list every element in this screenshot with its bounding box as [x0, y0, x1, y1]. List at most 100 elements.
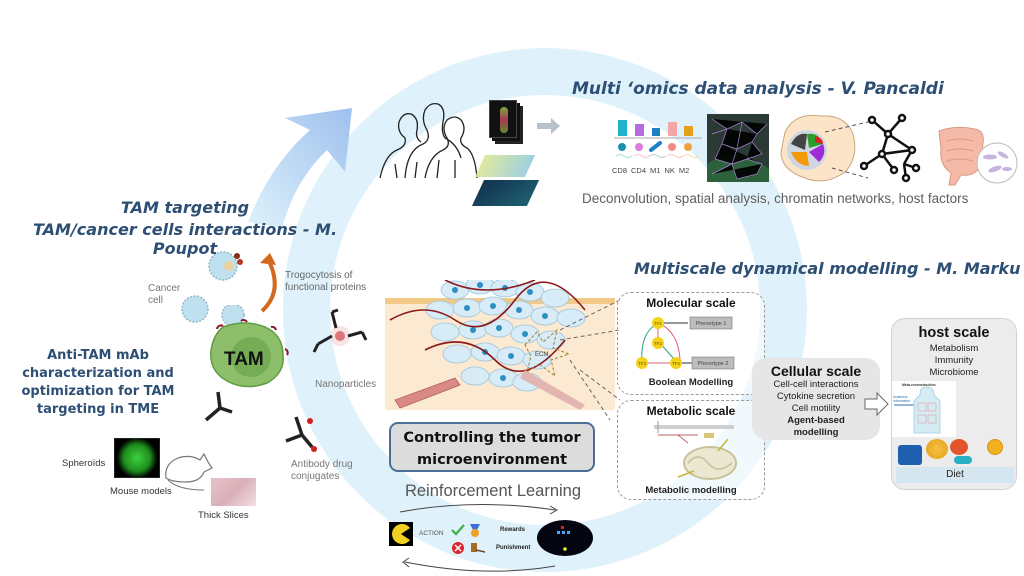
mab-heading-line: optimization for TAM [21, 384, 175, 399]
patients-icon [379, 102, 478, 179]
cellular-item: Cell-cell interactions [773, 379, 859, 390]
chromatin-network-icon [860, 113, 921, 183]
trogocytosis-label: Trogocytosis of functional proteins [285, 270, 367, 293]
host-scale-title: host scale [918, 325, 990, 341]
yogurt-icon [898, 445, 922, 465]
punishment-label: Punishment [496, 545, 531, 551]
cell-type-label: M1 [650, 166, 661, 175]
cycle-arrow-icon [248, 108, 352, 228]
bowl-icon [926, 439, 948, 459]
spheroids-label: Spheroïds [62, 458, 106, 469]
deconvolution-icon [614, 120, 702, 158]
molecular-scale-box: Molecular scale TF1 TF2 TF3 TF4 Phenotyp… [617, 292, 765, 395]
tumor-microenvironment-image: ECM [385, 280, 615, 410]
metabolic-scale-box: Metabolic scale Metabolic modelling [617, 400, 765, 500]
tf-node: TF1 [654, 321, 662, 326]
control-box-line: microenvironment [417, 452, 567, 468]
vitamin-icon [987, 439, 1003, 455]
rl-label: Reinforcement Learning [404, 482, 582, 500]
right-arrow-icon [537, 118, 560, 134]
trogocytosis-arrow-icon [260, 253, 277, 313]
antibody-icon [204, 391, 233, 422]
tam-cell-icon [210, 305, 289, 388]
tf-node: TF2 [654, 341, 662, 346]
tam-title-line1: TAM targeting [120, 198, 250, 217]
host-item: Immunity [934, 355, 974, 366]
medal-icon [470, 524, 480, 537]
mab-heading-line: Anti-TAM mAb [47, 348, 149, 363]
spatial-map [474, 155, 536, 177]
gavel-icon [471, 543, 486, 553]
thick-slice-image [211, 478, 256, 506]
cell-type-labels: CD8 CD4 M1 NK M2 [612, 166, 712, 175]
host-item: Metabolism [929, 343, 979, 354]
rewards-label: Rewards [500, 527, 526, 533]
phenotype-label: Phenotype 2 [698, 361, 729, 367]
boolean-modelling-label: Boolean Modelling [648, 377, 734, 388]
cellular-item: Cytokine secretion [776, 391, 856, 402]
omics-title: Multi ‘omics data analysis - V. Pancaldi [572, 79, 944, 99]
cell-type-label: CD8 [612, 166, 628, 175]
mab-heading: Anti-TAM mAb characterization and optimi… [14, 347, 182, 419]
tam-label: TAM [224, 349, 264, 370]
x-icon [452, 542, 464, 554]
mouse-models-label: Mouse models [110, 486, 172, 497]
cancer-cell-label: Cancer cell [148, 283, 181, 306]
cellular-item: Cell motility [791, 403, 841, 414]
omics-caption: Deconvolution, spatial analysis, chromat… [582, 191, 969, 206]
rl-loop-arrows [399, 503, 559, 572]
cellular-bold-item: Agent-based [787, 415, 845, 426]
nanoparticle-icon [312, 308, 368, 353]
cellular-bold-item: modelling [793, 427, 839, 438]
cell-type-label: NK [664, 166, 675, 175]
adc-label: Antibody drug conjugates [291, 459, 353, 482]
environment-game-icon [537, 520, 593, 556]
zoom-dashed-lines [560, 300, 620, 420]
fruit-icon [950, 439, 968, 455]
ecm-label: ECM [535, 352, 548, 358]
metabolic-scale-title: Metabolic scale [646, 404, 736, 418]
meta-reconstruction-label: Meta-reconstruction [902, 383, 936, 387]
thick-slices-label: Thick Slices [198, 510, 249, 521]
mab-heading-line: targeting in TME [36, 402, 160, 417]
cellular-scale-title: Cellular scale [770, 363, 862, 379]
mouse-icon [165, 452, 213, 491]
chromatin-cell-icon [780, 114, 856, 182]
reward-punish-icons [451, 524, 486, 554]
nanoparticles-label: Nanoparticles [315, 379, 377, 390]
boolean-network-diagram: TF1 TF2 TF3 TF4 Phenotype 1 Phenotype 2 [636, 316, 735, 370]
dashed-connector [824, 121, 869, 179]
modelling-title: Multiscale dynamical modelling - M. Mark… [634, 259, 1021, 278]
mab-heading-line: characterization and [22, 366, 174, 381]
host-item: Microbiome [929, 367, 979, 378]
cell-type-label: CD4 [631, 166, 647, 175]
control-box: Controlling the tumor microenvironment [389, 422, 595, 472]
spheroid-image [114, 438, 160, 478]
body-network-icon [894, 386, 941, 434]
phenotype-label: Phenotype 1 [696, 321, 727, 327]
cancer-cell-top-icon [208, 251, 243, 281]
hollow-arrow-icon [864, 392, 889, 416]
cancer-cell-icon [181, 295, 209, 323]
host-scale-box: host scale Metabolism Immunity Microbiom… [891, 318, 1017, 490]
tf-node: TF4 [672, 361, 680, 366]
metabolic-pathway-diagram [654, 421, 737, 480]
meta-reconstruction-panel: Meta-reconstruction Anatomic information [892, 381, 956, 437]
cellular-scale-box: Cellular scale Cell-cell interactions Cy… [752, 358, 880, 440]
metabolic-modelling-label: Metabolic modelling [645, 485, 737, 496]
check-icon [451, 524, 465, 536]
diet-label: Diet [896, 467, 1014, 483]
tam-title-line2: TAM/cancer cells interactions - M. Poupo… [32, 220, 338, 258]
fish-icon [954, 456, 972, 464]
control-box-line: Controlling the tumor [403, 430, 581, 446]
action-label: ACTION [419, 530, 444, 537]
tf-node: TF3 [638, 361, 646, 366]
gut-microbiome-icon [938, 126, 1018, 186]
spatial-network-image [707, 114, 769, 182]
molecular-scale-title: Molecular scale [646, 296, 736, 310]
host-items: Metabolism Immunity Microbiome [892, 343, 1016, 379]
antibody-drug-conjugate-icon [285, 416, 317, 452]
pacman-icon [389, 522, 413, 546]
anatomic-label: Anatomic information [893, 395, 911, 403]
